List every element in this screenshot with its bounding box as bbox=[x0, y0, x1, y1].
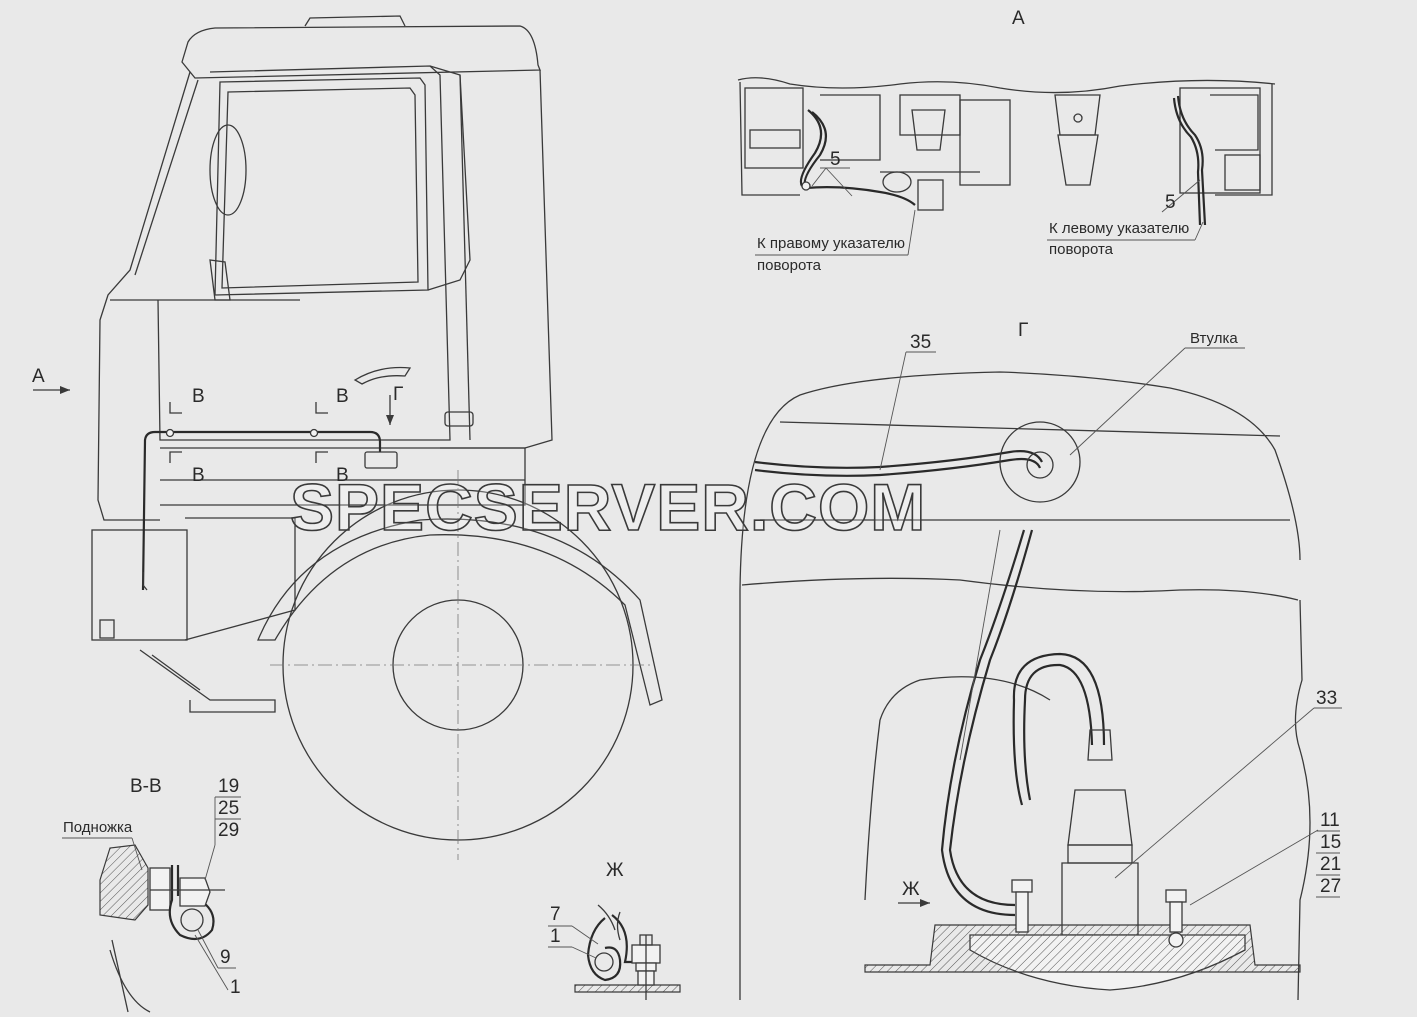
cut-mark-4: В bbox=[336, 465, 349, 486]
view-g-pos33: 33 bbox=[1316, 688, 1337, 709]
view-g-arrow-zh: Ж bbox=[902, 879, 920, 900]
cab-side-view: А Г В В В В bbox=[32, 15, 663, 860]
view-a-left-label-l2: поворота bbox=[1049, 241, 1114, 258]
cut-mark-1: В bbox=[192, 386, 205, 407]
view-a-pos5-left: 5 bbox=[1165, 192, 1176, 213]
arrow-a-label: А bbox=[32, 366, 45, 387]
arrow-g-label: Г bbox=[393, 384, 403, 405]
section-vv-pos1: 1 bbox=[230, 977, 241, 998]
view-g: Г Ж bbox=[739, 320, 1342, 1001]
view-zh-pos1: 1 bbox=[550, 926, 561, 947]
view-a-right-label-l2: поворота bbox=[757, 257, 822, 274]
section-vv-title: В-В bbox=[130, 776, 162, 797]
view-zh-title: Ж bbox=[606, 860, 624, 881]
section-vv-stack-29: 29 bbox=[218, 820, 239, 841]
view-g-bushing-label: Втулка bbox=[1190, 330, 1238, 347]
view-a-left-label-l1: К левому указателю bbox=[1049, 220, 1189, 237]
section-vv-step-label: Подножка bbox=[63, 819, 133, 836]
section-vv-stack-25: 25 bbox=[218, 798, 239, 819]
view-g-stack-11: 11 bbox=[1320, 810, 1340, 831]
section-vv-stack-19: 19 bbox=[218, 776, 239, 797]
view-g-stack-27: 27 bbox=[1320, 876, 1341, 897]
view-g-stack-15: 15 bbox=[1320, 832, 1341, 853]
section-vv: В-В Подножка 19 25 29 9 1 bbox=[62, 776, 241, 1013]
section-vv-pos9: 9 bbox=[220, 947, 231, 968]
cut-mark-3: В bbox=[192, 465, 205, 486]
view-a: А 5 5 К право bbox=[737, 8, 1276, 274]
view-zh-pos7: 7 bbox=[550, 904, 561, 925]
watermark: SPECSERVER.COM bbox=[290, 470, 926, 544]
view-zh: Ж 7 1 bbox=[548, 860, 681, 1000]
view-g-stack-21: 21 bbox=[1320, 854, 1341, 875]
cut-mark-2: В bbox=[336, 386, 349, 407]
view-g-pos35: 35 bbox=[910, 332, 931, 353]
view-a-right-label-l1: К правому указателю bbox=[757, 235, 905, 252]
view-g-title: Г bbox=[1018, 320, 1028, 341]
view-a-pos5-right: 5 bbox=[830, 149, 841, 170]
view-a-title: А bbox=[1012, 8, 1025, 29]
